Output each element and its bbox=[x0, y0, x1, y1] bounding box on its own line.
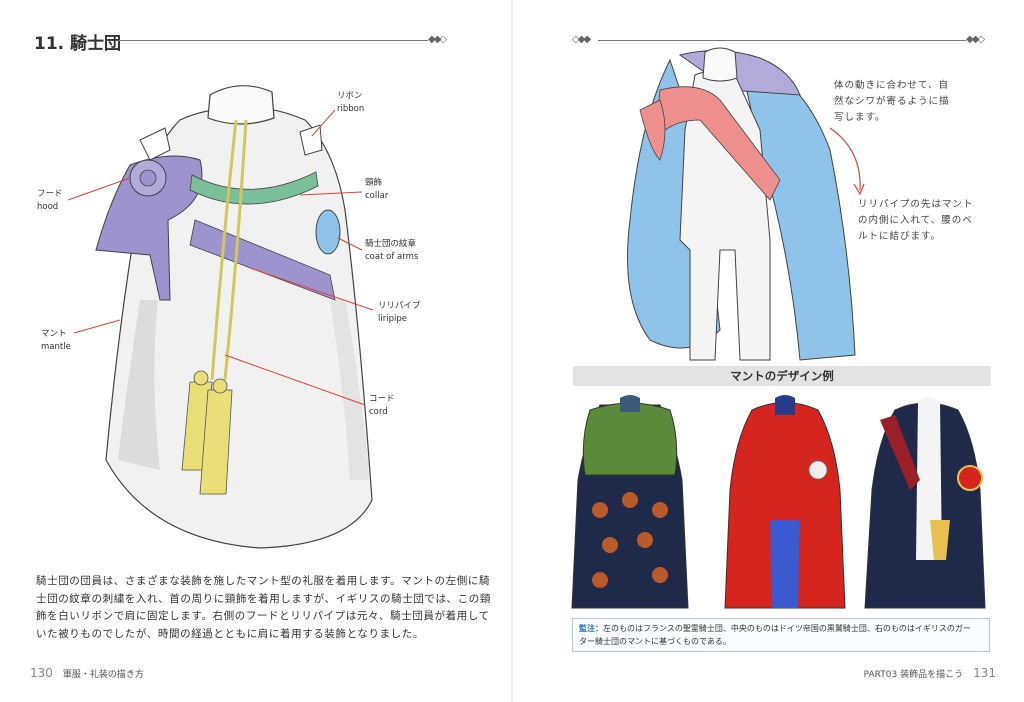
header-rule-right bbox=[598, 40, 966, 41]
mantle-examples-illustration bbox=[571, 395, 986, 609]
gutter-shadow bbox=[511, 0, 513, 702]
knight-mantle-illustration bbox=[67, 85, 374, 549]
title-rule bbox=[118, 40, 428, 41]
body-paragraph: 騎士団の団員は、さまざまな装飾を施したマント型の礼服を着用します。マントの左側に… bbox=[36, 573, 491, 643]
flourish-ornament-left: ◆◆◇ bbox=[428, 34, 447, 45]
caption-box: 監注：左のものはフランスの聖霊騎士団、中央のものはドイツ帝国の黒鷲騎士団、右のも… bbox=[572, 618, 990, 652]
body-line: 騎士団の団員は、さまざまな装飾を施したマント型の礼服を着用します。マントの左側に… bbox=[36, 575, 491, 587]
caption-label: 監注： bbox=[579, 624, 603, 633]
running-title-right: PART03 装飾品を描こう bbox=[863, 670, 964, 680]
page-number-right: 131 bbox=[973, 666, 996, 680]
folio-left: 130 軍服・礼装の描き方 bbox=[30, 666, 144, 680]
section-banner: マントのデザイン例 bbox=[573, 366, 991, 386]
body-line: いた被りものでしたが、時間の経過とともに肩に着用する装飾となりました。 bbox=[36, 627, 424, 640]
page-number-left: 130 bbox=[30, 666, 53, 680]
running-title-left: 軍服・礼装の描き方 bbox=[62, 670, 144, 680]
note-liripipe-tip: リリパイプの先はマントの内側に入れて、腰のベルトに結びます。 bbox=[858, 199, 974, 242]
caption-line: 左のものはフランスの聖霊騎士団、中央のものはドイツ帝国の黒鷲騎士団、右のものはイ… bbox=[603, 624, 971, 633]
flourish-ornament-right-start: ◇◆◆ bbox=[572, 34, 591, 45]
folio-right: PART03 装飾品を描こう 131 bbox=[864, 666, 996, 680]
caption-line: ター騎士団のマントに基づくものである。 bbox=[579, 637, 731, 646]
note-wrinkles: 体の動きに合わせて、自然なシワが寄るように描写します。 bbox=[834, 80, 950, 123]
flourish-ornament-right-end: ◆◆◇ bbox=[966, 34, 985, 45]
section-title: 11. 騎士団 bbox=[34, 34, 122, 54]
uniform-cape-illustration bbox=[627, 47, 865, 361]
body-line: 飾を白いリボンで肩に固定します。右側のフードとリリパイプは元々、騎士団員が着用し… bbox=[36, 610, 490, 622]
body-line: 士団の紋章の刺繍を入れ、首の周りに頸飾を着用しますが、イギリスの騎士団では、この… bbox=[36, 592, 491, 605]
